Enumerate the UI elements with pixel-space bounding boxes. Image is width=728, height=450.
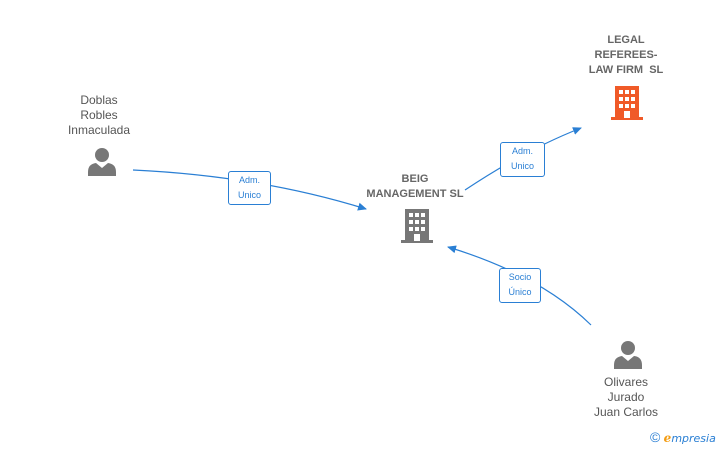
brand-logo-initial: e bbox=[663, 431, 672, 445]
brand-footer[interactable]: © empresia bbox=[650, 429, 716, 445]
edge-label-line: Socio bbox=[508, 272, 532, 282]
node-label-line: Inmaculada bbox=[67, 123, 131, 137]
node-label-legal[interactable]: LEGAL REFEREES- LAW FIRM SL bbox=[566, 33, 686, 78]
node-label-line: MANAGEMENT SL bbox=[366, 188, 464, 200]
person-icon[interactable] bbox=[613, 339, 643, 369]
edge-label-line: Unico bbox=[510, 161, 534, 171]
building-icon[interactable] bbox=[401, 207, 433, 243]
node-label-line: REFEREES- bbox=[594, 49, 658, 61]
node-label-line: Juan Carlos bbox=[593, 405, 659, 419]
person-icon[interactable] bbox=[87, 146, 117, 176]
edge-label-line: Adm. bbox=[238, 175, 260, 185]
node-label-line: LEGAL bbox=[607, 34, 645, 46]
node-label-line: Olivares bbox=[603, 375, 648, 389]
node-label-doblas[interactable]: Doblas Robles Inmaculada bbox=[49, 93, 149, 138]
edge-label-beig-legal[interactable]: Adm. Unico bbox=[500, 142, 545, 177]
node-label-olivares[interactable]: Olivares Jurado Juan Carlos bbox=[576, 375, 676, 420]
node-label-beig[interactable]: BEIG MANAGEMENT SL bbox=[355, 172, 475, 202]
edge-label-olivares-beig[interactable]: Socio Único bbox=[499, 268, 541, 303]
edge-label-line: Unico bbox=[237, 190, 261, 200]
node-label-line: Doblas bbox=[80, 93, 118, 107]
node-label-line: BEIG bbox=[401, 173, 429, 185]
brand-logo-text: mpresia bbox=[671, 432, 716, 445]
node-label-line: Robles bbox=[80, 108, 118, 122]
edge-label-line: Adm. bbox=[511, 146, 533, 156]
node-label-line: LAW FIRM SL bbox=[588, 64, 664, 76]
copyright-symbol: © bbox=[650, 429, 661, 445]
edge-label-doblas-beig[interactable]: Adm. Unico bbox=[228, 171, 271, 205]
building-icon-highlighted[interactable] bbox=[611, 84, 643, 120]
node-label-line: Jurado bbox=[607, 390, 645, 404]
edge-label-line: Único bbox=[508, 287, 532, 297]
